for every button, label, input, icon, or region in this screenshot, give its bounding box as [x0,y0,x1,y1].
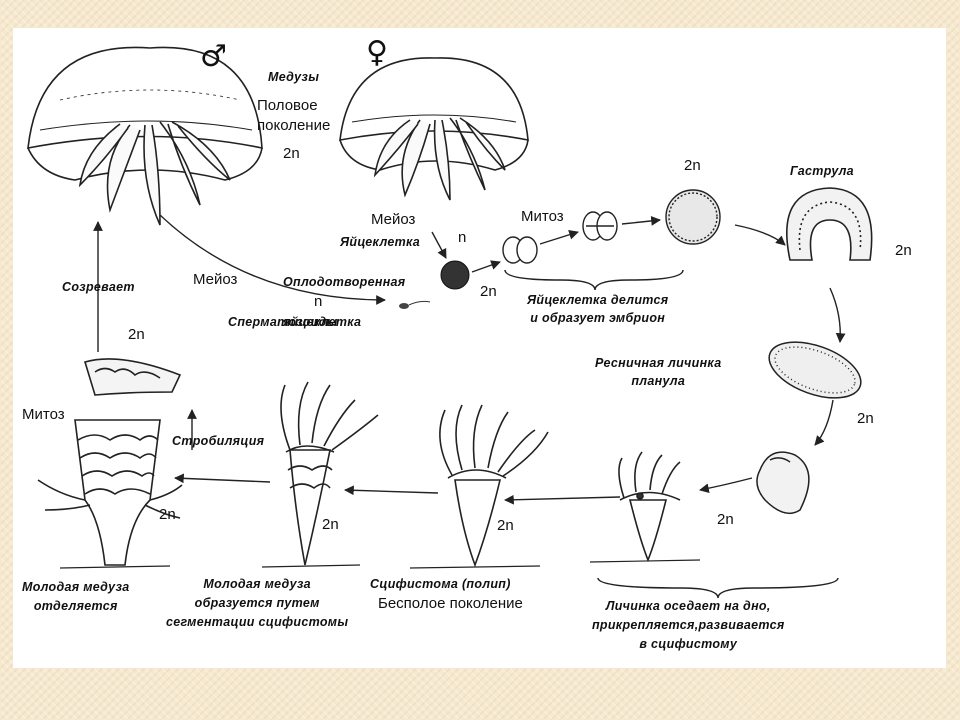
label-young-medusa-forms: Молодая медуза образуется путем сегмента… [166,577,349,629]
label-egg-cell: Яйцеклетка [340,235,421,249]
label-planula: Ресничная личинка планула [595,356,722,388]
arrow-to-segmented [174,473,271,484]
arrow-to-settled-larva [814,399,834,446]
ploidy-planula: 2n [857,410,874,427]
arrow-male-meiosis [159,214,386,305]
scyphistoma [439,404,549,568]
ploidy-ephyra: 2n [128,326,145,343]
ploidy-medusa: 2n [283,145,300,162]
ground-scyphistoma [409,565,541,569]
four-cell-embryo [582,211,618,241]
ploidy-sperm: n [314,293,323,310]
label-larva-settles: Личинка оседает на дно, прикрепляется,ра… [592,599,785,651]
label-asexual-generation: Бесполое поколение [378,595,523,612]
ploidy-segmented-strobila: 2n [159,506,176,523]
label-sexual-generation: Половое поколение [257,97,331,134]
female-medusa [339,57,529,201]
bracket-larva [597,577,839,599]
segmented-strobila [37,419,183,566]
blastula [665,189,721,245]
ploidy-zygote: 2n [480,283,497,300]
ground-young-polyp [589,559,701,563]
label-egg-divides: Яйцеклетка делится и образует эмбрион [527,293,669,325]
ploidy-settled-larva: 2n [717,511,734,528]
label-meiosis-female: Мейоз [371,211,416,228]
ploidy-egg: n [458,229,467,246]
bracket-embryo [504,269,684,291]
label-sperm: Сперматозоиды [228,315,338,329]
male-medusa [27,46,263,226]
arrow-female-meiosis [431,231,447,259]
ground-strobila [261,564,361,568]
arrow-to-strobila [344,485,439,496]
label-medusae: Медузы [268,70,320,84]
settled-larva [756,451,810,515]
label-scyphistoma: Сцифистома (полип) [370,577,511,591]
female-symbol: ♀ [366,35,388,70]
label-matures: Созревает [62,280,135,294]
label-gastrula: Гаструла [790,164,854,178]
male-symbol: ♂ [200,39,227,74]
label-strobilation: Стробиляция [172,434,265,448]
label-meiosis-male: Мейоз [193,271,238,288]
sperm-cell [399,303,409,309]
ploidy-strobila: 2n [322,516,339,533]
label-fertilized-egg: Оплодотворенная яйцеклетка [283,275,406,329]
gastrula [786,187,873,261]
arrow-to-scyphistoma [504,494,621,505]
ploidy-scyphistoma: 2n [497,517,514,534]
ploidy-gastrula: 2n [895,242,912,259]
arrow-to-gastrula [734,224,786,246]
arrow-to-two-cell [471,260,501,273]
strobila [280,381,379,566]
fertilized-egg [440,260,470,290]
arrow-to-planula [829,287,846,343]
ground-segmented-strobila [59,565,171,569]
label-young-medusa-separates: Молодая медуза отделяется [22,580,130,613]
ephyra [83,358,182,396]
young-polyp [618,451,681,563]
arrow-to-blastula [621,216,661,226]
arrow-mitosis [539,229,579,245]
planula [768,341,862,399]
arrow-to-young-polyp [699,477,753,494]
ploidy-blastula: 2n [684,157,701,174]
label-mitosis-embryo: Митоз [521,208,564,225]
two-cell-embryo [502,236,538,264]
label-mitosis-strobila: Митоз [22,406,65,423]
